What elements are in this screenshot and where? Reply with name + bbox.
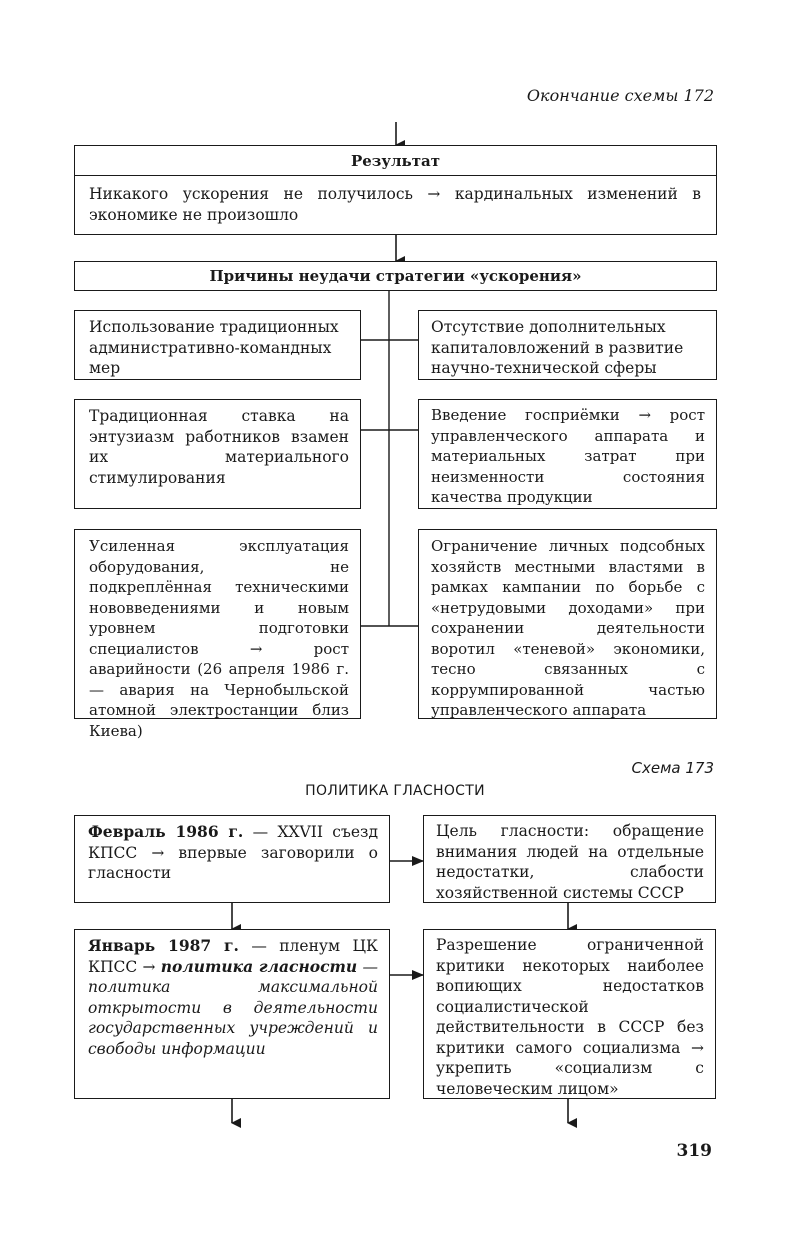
glasnost-permission-text: Разрешение ограниченной критики некоторы… [436,936,704,1098]
cause-text: Усиленная эксплуатация оборудования, не … [89,537,349,740]
glasnost-permission-box: Разрешение ограниченной критики некоторы… [423,929,716,1099]
result-title: Результат [75,146,716,176]
cause-text: Отсутствие дополнительных капиталовложен… [431,318,684,377]
cause-text: Традиционная ставка на энтузиазм работни… [89,407,349,487]
scheme-173-label: Схема 173 [631,759,715,777]
continuation-caption: Окончание схемы 172 [526,86,714,105]
cause-box-left-3: Усиленная эксплуатация оборудования, не … [74,529,361,740]
glasnost-box-text: Январь 1987 г. — пленум ЦК КПСС → полити… [88,936,378,1059]
date-1987: Январь 1987 г. [88,936,239,955]
cause-box-right-3: Ограничение личных подсобных хозяйств ме… [418,529,717,719]
glasnost-term: политика гласности [160,956,358,976]
glasnost-box-text: Февраль 1986 г. — XXVII съезд КПСС → впе… [88,822,378,884]
scheme-173-title: ПОЛИТИКА ГЛАСНОСТИ [305,783,485,799]
cause-box-right-1: Отсутствие дополнительных капиталовложен… [418,310,717,380]
glasnost-box-1987: Январь 1987 г. — пленум ЦК КПСС → полити… [74,929,390,1099]
date-1986: Февраль 1986 г. [88,822,244,841]
cause-box-right-2: Введение госприёмки → рост управленческо… [418,399,717,509]
glasnost-goal-text: Цель гласности: обращение внимания людей… [436,822,704,902]
result-block: Результат Никакого ускорения не получило… [74,145,717,235]
glasnost-goal-box: Цель гласности: обращение внимания людей… [423,815,716,903]
box-1986-text: — XXVII съезд КПСС → впервые заговорили … [88,823,378,882]
page-number: 319 [676,1141,713,1161]
cause-text: Использование традиционных административ… [89,318,339,377]
box-1987-text: — пленум ЦК КПСС → [88,937,378,976]
cause-text: Ограничение личных подсобных хозяйств ме… [431,537,705,719]
glasnost-box-1986: Февраль 1986 г. — XXVII съезд КПСС → впе… [74,815,390,903]
glasnost-definition: — политика максимальной открытости в дея… [88,957,378,1058]
cause-box-left-2: Традиционная ставка на энтузиазм работни… [74,399,361,509]
causes-title: Причины неудачи стратегии «ускорения» [74,261,717,291]
result-text: Никакого ускорения не получилось → карди… [89,185,701,224]
cause-text: Введение госприёмки → рост управленческо… [431,406,705,506]
cause-box-left-1: Использование традиционных административ… [74,310,361,380]
